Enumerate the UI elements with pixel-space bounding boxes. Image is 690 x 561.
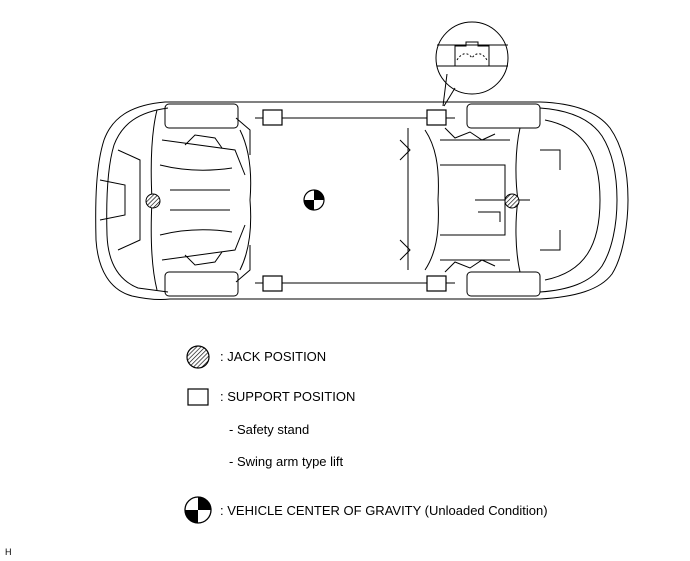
jack-point-rear (504, 193, 520, 209)
legend-support-label: : SUPPORT POSITION (220, 389, 356, 404)
legend-support-row: : SUPPORT POSITION (220, 389, 355, 404)
support-beams (255, 117, 455, 284)
hatched-circle-icon (186, 345, 210, 369)
support-point-front-right (262, 275, 283, 292)
support-point-front-left (262, 109, 283, 126)
legend-jack-row: : JACK POSITION (220, 349, 326, 364)
legend-jack-label: : JACK POSITION (220, 349, 327, 364)
legend-support-item-swing-arm: - Swing arm type lift (229, 454, 344, 469)
vehicle-outline (95, 101, 629, 301)
square-outline-icon (187, 388, 209, 406)
corner-mark: H (5, 547, 12, 557)
support-detail-callout (435, 21, 509, 107)
center-of-gravity-marker (303, 189, 325, 211)
legend-gravity-label: : VEHICLE CENTER OF GRAVITY (Unloaded Co… (220, 503, 548, 518)
support-point-rear-right (426, 275, 447, 292)
support-positions (262, 109, 447, 292)
jack-point-front (145, 193, 161, 209)
center-of-gravity-icon (184, 496, 212, 524)
legend-support-item-safety-stand: - Safety stand (229, 422, 310, 437)
support-point-rear-left (426, 109, 447, 126)
legend-gravity-row: : VEHICLE CENTER OF GRAVITY (Unloaded Co… (220, 503, 548, 518)
